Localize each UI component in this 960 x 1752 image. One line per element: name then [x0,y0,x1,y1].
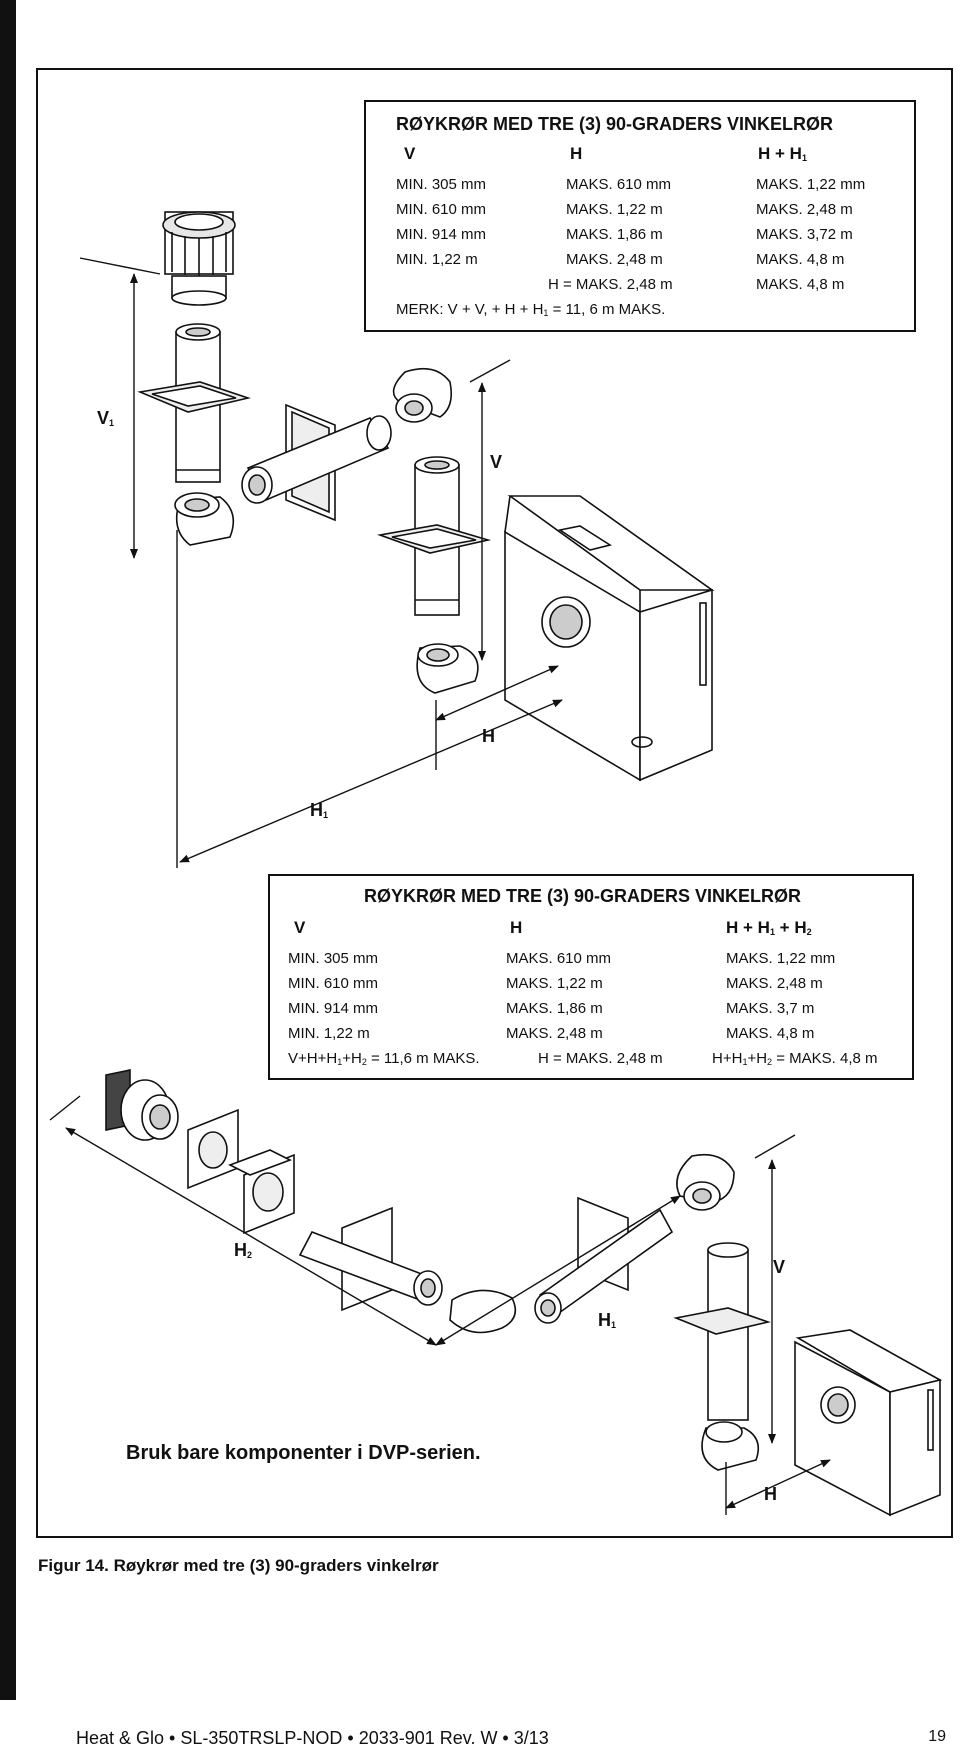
table-top: RØYKRØR MED TRE (3) 90-GRADERS VINKELRØR… [364,100,916,332]
table-bottom-r1-v: MIN. 610 mm [288,975,379,992]
pipe-section-v-bottom [673,1242,771,1421]
table-top-r3-v: MIN. 1,22 m [396,251,478,268]
table-top-col-h: H [570,144,583,163]
table-bottom-r3-v: MIN. 1,22 m [288,1025,370,1042]
dimension-h1-bottom [435,1195,681,1346]
elbow-top-right [392,367,453,423]
table-top-r1-v: MIN. 610 mm [396,201,487,218]
table-top-col-hh: H + H1 [758,144,807,163]
label-h1-top: H1 [310,800,329,820]
table-top-r0-h: MAKS. 610 mm [566,176,672,193]
termination-cap-top [162,211,236,306]
table-bottom-r1-hh: MAKS. 2,48 m [726,975,823,992]
elbow-lowest [701,1421,760,1471]
wall-plate-1 [187,1108,239,1190]
table-bottom-col-h: H [510,918,523,937]
table-bottom-r3-hh: MAKS. 4,8 m [726,1025,815,1042]
table-top-r0-hh: MAKS. 1,22 mm [756,176,866,193]
label-h2: H2 [234,1240,253,1260]
table-top-r0-v: MIN. 305 mm [396,176,487,193]
table-bottom-col-v: V [294,918,306,937]
elbow-bottom [449,1289,517,1334]
table-top-note: MERK: V + V, + H + H1 = 11, 6 m MAKS. [396,301,666,318]
label-h-top: H [482,726,495,746]
page-edge-bar [0,0,16,1700]
table-bottom-r0-hh: MAKS. 1,22 mm [726,950,836,967]
components-note: Bruk bare komponenter i DVP-serien. [126,1442,481,1464]
elbow-left [174,492,235,546]
figure-frame [36,68,953,1538]
table-bottom-r1-h: MAKS. 1,22 m [506,975,603,992]
page-footer: Heat & Glo • SL-350TRSLP-NOD • 2033-901 … [76,1728,549,1748]
table-bottom-r4-hh: H+H1+H2 = MAKS. 4,8 m [712,1050,878,1067]
label-v-top: V [490,452,503,472]
elbow-bottom-right-top [676,1153,735,1211]
table-bottom-r2-v: MIN. 914 mm [288,1000,379,1017]
label-h1-bottom: H1 [598,1310,617,1330]
dimension-h1 [176,530,563,868]
table-bottom: RØYKRØR MED TRE (3) 90-GRADERS VINKELRØR… [268,874,914,1080]
table-bottom-r2-hh: MAKS. 3,7 m [726,1000,815,1017]
horizontal-pipe-top [241,415,392,504]
table-top-r2-hh: MAKS. 3,72 m [756,226,853,243]
table-top-r4-h: H = MAKS. 2,48 m [548,276,673,293]
dimension-h-bottom [725,1459,831,1515]
table-bottom-r0-v: MIN. 305 mm [288,950,379,967]
table-top-r4-hh: MAKS. 4,8 m [756,276,845,293]
pipe-section-v [376,456,492,616]
table-top-r1-hh: MAKS. 2,48 m [756,201,853,218]
table-top-title: RØYKRØR MED TRE (3) 90-GRADERS VINKELRØR [396,114,834,134]
elbow-lower [416,643,479,694]
table-top-r2-v: MIN. 914 mm [396,226,487,243]
table-top-r3-h: MAKS. 2,48 m [566,251,663,268]
table-bottom-r4-h: H = MAKS. 2,48 m [538,1050,663,1067]
fireplace-top [504,495,715,782]
label-v-bottom: V [773,1257,786,1277]
table-bottom-r4-v: V+H+H1+H2 = 11,6 m MAKS. [288,1050,480,1067]
table-bottom-r0-h: MAKS. 610 mm [506,950,612,967]
dimension-v-bottom [754,1134,796,1444]
termination-cap-bottom [105,1069,179,1141]
table-bottom-r2-h: MAKS. 1,86 m [506,1000,603,1017]
dimension-h2 [49,1095,437,1346]
table-top-r3-hh: MAKS. 4,8 m [756,251,845,268]
label-h-bottom: H [764,1484,777,1504]
fireplace-bottom [794,1329,943,1517]
table-top-r1-h: MAKS. 1,22 m [566,201,663,218]
wall-plate-2 [228,1149,295,1235]
dimension-v [469,359,511,661]
pipe-section-v1 [137,323,251,483]
table-top-r2-h: MAKS. 1,86 m [566,226,663,243]
dimension-v1 [79,257,161,559]
table-bottom-r3-h: MAKS. 2,48 m [506,1025,603,1042]
page-number: 19 [928,1728,946,1745]
table-bottom-col-hh: H + H1 + H2 [726,918,812,937]
label-v1: V1 [97,408,115,428]
figure-caption: Figur 14. Røykrør med tre (3) 90-graders… [38,1556,439,1575]
table-bottom-title: RØYKRØR MED TRE (3) 90-GRADERS VINKELRØR [364,886,802,906]
table-top-col-v: V [404,144,416,163]
